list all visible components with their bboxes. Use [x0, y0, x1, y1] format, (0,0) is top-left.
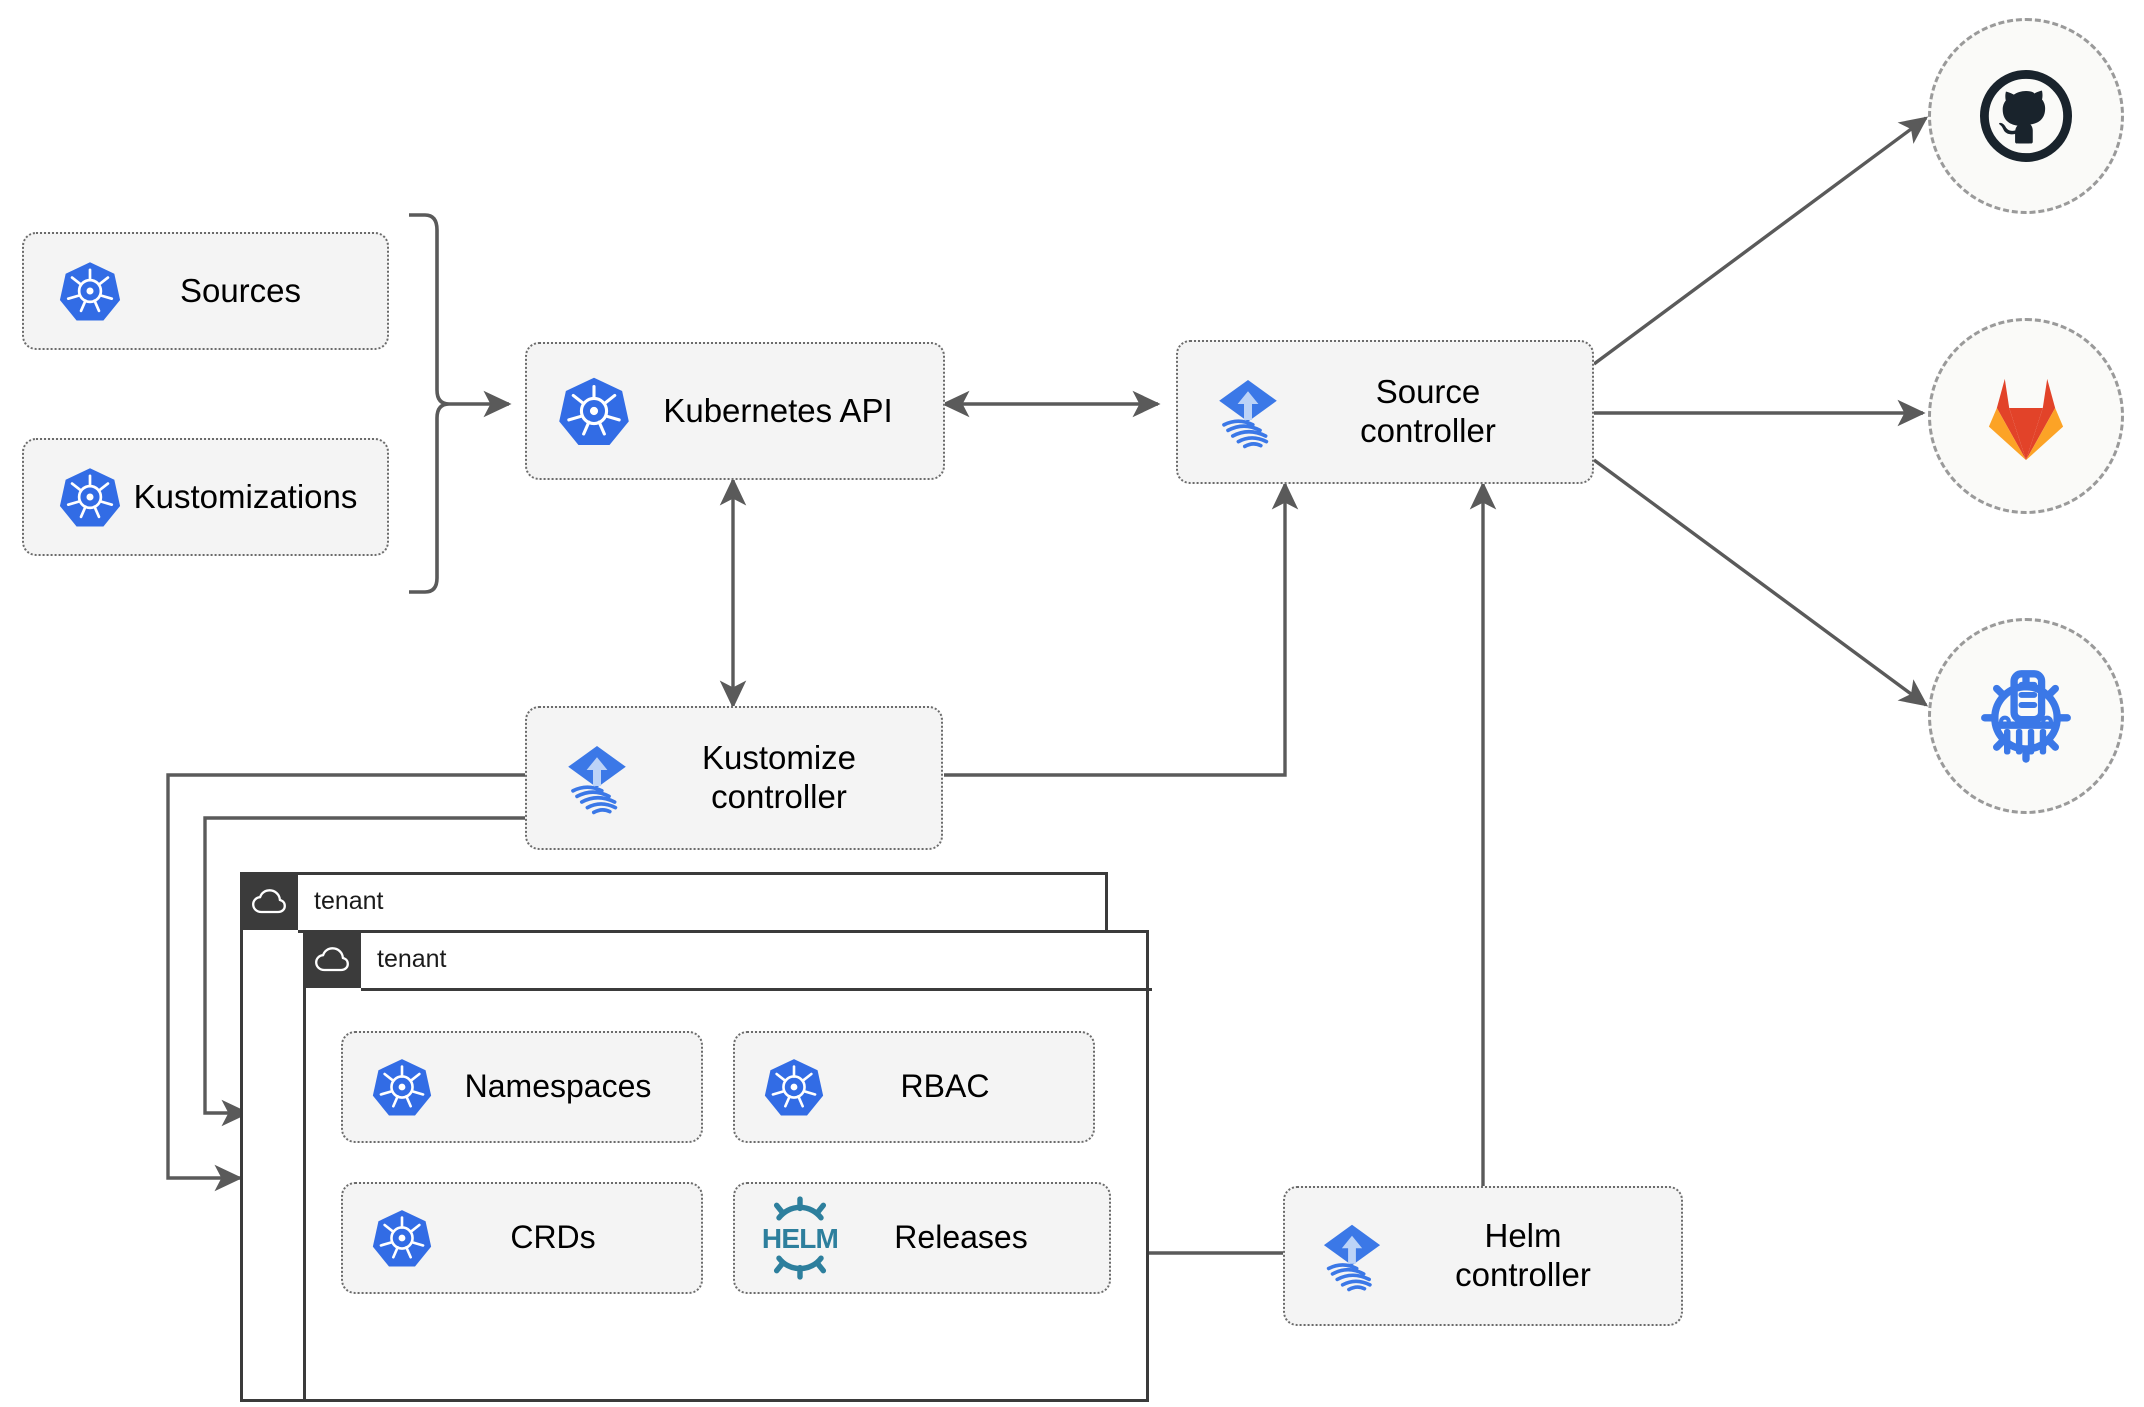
- node-namespaces-label: Namespaces: [464, 1068, 652, 1105]
- source-controller-line1: Source: [1375, 373, 1481, 411]
- node-source-controller[interactable]: Source controller: [1176, 340, 1594, 484]
- edge-source-controller-helm-repository: [1592, 458, 1929, 707]
- kubernetes-icon: [763, 1056, 825, 1118]
- helm-icon: HELM: [753, 1196, 847, 1280]
- tenant-inner: tenant: [303, 930, 1152, 1402]
- helm-repository-icon: [1981, 670, 2071, 763]
- external-helm-repository[interactable]: [1928, 618, 2124, 814]
- helm-controller-line2: controller: [1455, 1256, 1591, 1293]
- node-namespaces[interactable]: Namespaces: [341, 1031, 703, 1143]
- node-kubernetes-api-label: Kubernetes API: [663, 391, 893, 429]
- node-kustomizations[interactable]: Kustomizations: [22, 438, 389, 556]
- node-sources[interactable]: Sources: [22, 232, 389, 350]
- tenant-outer-label: tenant: [314, 887, 384, 915]
- github-icon: [1979, 69, 2073, 163]
- edge-source-controller-github: [1592, 116, 1929, 366]
- node-releases-label: Releases: [894, 1219, 1028, 1256]
- cloud-icon: [303, 930, 361, 988]
- node-source-controller-label: Source controller: [1288, 373, 1592, 451]
- kubernetes-icon: [371, 1056, 433, 1118]
- node-releases[interactable]: HELM Releases: [733, 1182, 1111, 1294]
- flux-icon: [557, 738, 637, 818]
- flux-icon: [1313, 1217, 1391, 1295]
- cloud-icon: [240, 872, 298, 930]
- kubernetes-icon: [557, 374, 631, 448]
- node-kustomize-controller-label: Kustomize controller: [637, 739, 941, 817]
- kubernetes-icon: [371, 1207, 433, 1269]
- gitlab-icon: [1988, 378, 2064, 461]
- flux-icon: [1208, 372, 1288, 452]
- node-crds[interactable]: CRDs: [341, 1182, 703, 1294]
- helm-controller-line1: Helm: [1484, 1217, 1562, 1255]
- node-helm-controller-label: Helm controller: [1391, 1217, 1681, 1295]
- source-controller-line2: controller: [1360, 412, 1496, 449]
- tenant-outer-header: tenant: [240, 872, 384, 930]
- node-kubernetes-api[interactable]: Kubernetes API: [525, 342, 945, 480]
- node-kustomize-controller[interactable]: Kustomize controller: [525, 706, 943, 850]
- tenant-inner-header: tenant: [303, 930, 447, 988]
- node-rbac-label: RBAC: [900, 1068, 990, 1105]
- node-crds-label: CRDs: [510, 1219, 596, 1256]
- external-gitlab[interactable]: [1928, 318, 2124, 514]
- node-helm-controller[interactable]: Helm controller: [1283, 1186, 1683, 1326]
- group-bracket: [409, 213, 450, 594]
- edge-kustomize-controller-source-controller: [944, 481, 1299, 777]
- kustomize-controller-line1: Kustomize: [701, 739, 857, 777]
- external-github[interactable]: [1928, 18, 2124, 214]
- kubernetes-icon: [58, 259, 122, 323]
- kustomize-controller-line2: controller: [711, 778, 847, 815]
- node-rbac[interactable]: RBAC: [733, 1031, 1095, 1143]
- kubernetes-icon: [58, 465, 122, 529]
- node-kustomizations-label: Kustomizations: [133, 477, 358, 515]
- tenant-inner-label: tenant: [377, 945, 447, 973]
- svg-text:HELM: HELM: [762, 1223, 838, 1254]
- node-sources-label: Sources: [179, 271, 302, 309]
